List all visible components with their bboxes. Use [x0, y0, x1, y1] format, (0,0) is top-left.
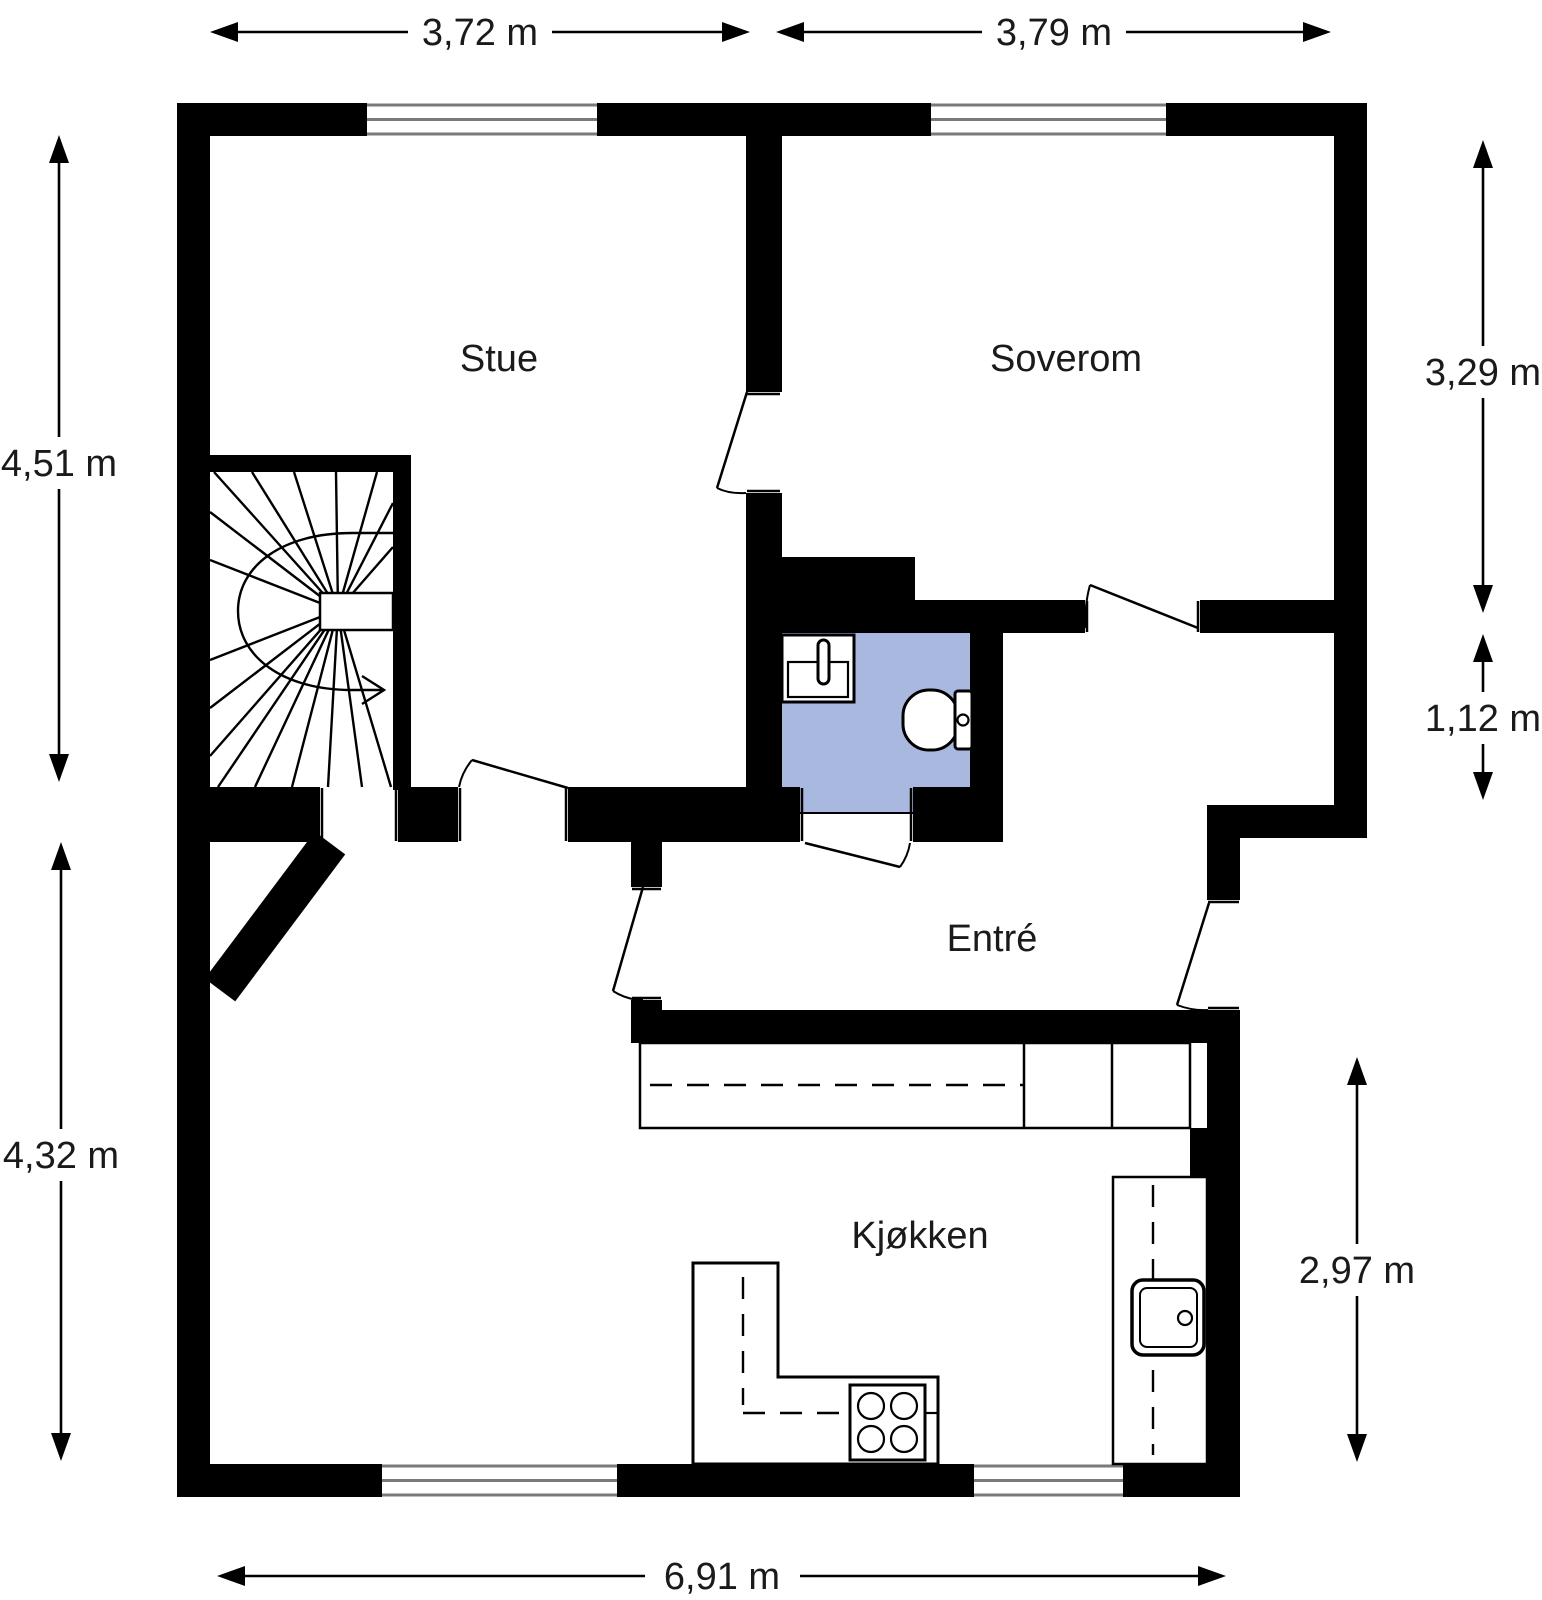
wall-entre-west-1 — [631, 842, 662, 887]
dim-label-right-lower: 2,97 m — [1299, 1250, 1415, 1292]
door-entrance — [1175, 900, 1239, 1012]
winder-staircase-icon — [209, 471, 395, 788]
dim-left-lower: 4,32 m — [3, 842, 119, 1461]
wall-stue-south-2 — [398, 787, 458, 842]
wall-bottom-3 — [1123, 1464, 1240, 1497]
door-stue — [458, 758, 569, 841]
stair-direction-arrow — [361, 674, 387, 706]
wall-stair-right — [393, 455, 411, 790]
dim-left-upper: 4,51 m — [1, 135, 117, 782]
island-counter-icon — [691, 1261, 940, 1466]
dim-right-upper: 3,29 m — [1425, 140, 1541, 613]
wall-top-2 — [597, 103, 931, 136]
doors — [320, 391, 1239, 1012]
window-stue — [367, 103, 597, 136]
dim-label-left-lower: 4,32 m — [3, 1135, 119, 1177]
sink-icon — [780, 633, 856, 704]
window-soverom — [931, 103, 1166, 136]
dim-right-middle: 1,12 m — [1425, 634, 1541, 800]
stair-landing — [318, 591, 395, 632]
room-label-entre: Entré — [947, 918, 1038, 960]
wall-divider-upper — [746, 136, 782, 392]
wall-stair-top — [210, 455, 411, 472]
counter-icon — [638, 1041, 1192, 1130]
wall-divider-lower — [746, 493, 782, 842]
door-soverom-stue — [715, 391, 780, 495]
dim-right-lower: 2,97 m — [1299, 1057, 1415, 1462]
dimension-annotations: 3,72 m 3,79 m 4,51 m 4,32 m — [1, 12, 1541, 1598]
wall-bottom-1 — [177, 1464, 382, 1497]
wall-bath-south-1 — [746, 787, 800, 842]
wall-bottom-2 — [617, 1464, 974, 1497]
room-labels: Stue Soverom Entré Kjøkken — [460, 338, 1142, 1257]
dim-label-right-upper: 3,29 m — [1425, 352, 1541, 394]
door-soverom-hall — [1084, 583, 1200, 632]
wall-stue-south-3 — [568, 787, 746, 842]
wall-right-lower-1 — [1207, 805, 1240, 900]
walls — [177, 103, 1367, 1497]
bathroom-floor-door-tongue — [800, 787, 913, 813]
door-entre-west — [611, 886, 661, 1001]
wall-stub-right — [1190, 1128, 1240, 1177]
dim-label-top-left: 3,72 m — [422, 12, 538, 54]
room-label-soverom: Soverom — [990, 338, 1142, 380]
bathroom-fixtures — [780, 633, 974, 752]
dim-bottom: 6,91 m — [217, 1556, 1226, 1598]
window-bottom-right — [974, 1464, 1123, 1497]
wall-diagonal — [204, 831, 346, 1002]
stair-walkline — [236, 531, 393, 692]
dim-label-left-upper: 4,51 m — [1, 443, 117, 485]
wall-right-upper — [1334, 103, 1367, 838]
door-bathroom — [800, 788, 913, 869]
dim-label-top-right: 3,79 m — [996, 12, 1112, 54]
wall-right-lower-2 — [1207, 1010, 1240, 1497]
wall-soverom-south-1 — [1003, 600, 1085, 633]
wall-soverom-south-2 — [1200, 600, 1334, 633]
wall-entre-kjokken — [631, 1010, 1240, 1043]
dim-top-right: 3,79 m — [776, 12, 1331, 54]
window-bottom-left — [382, 1464, 617, 1497]
wall-bath-north — [782, 557, 915, 633]
wall-stue-south-1 — [177, 787, 320, 842]
dim-label-bottom: 6,91 m — [664, 1556, 780, 1598]
stove-4-burner-icon — [848, 1383, 927, 1462]
room-label-kjokken: Kjøkken — [851, 1215, 988, 1257]
toilet-icon — [901, 688, 974, 752]
sink-counter — [1111, 1175, 1209, 1466]
room-label-stue: Stue — [460, 338, 538, 380]
wall-bath-south-2 — [913, 787, 1003, 842]
dim-top-left: 3,72 m — [210, 12, 750, 54]
wall-top-3 — [1166, 103, 1367, 136]
windows — [367, 103, 1166, 1497]
dim-label-right-middle: 1,12 m — [1425, 698, 1541, 740]
kitchen-sink-icon — [1130, 1278, 1206, 1357]
kitchen-fixtures — [638, 1041, 1209, 1466]
stair-opening — [320, 788, 398, 841]
